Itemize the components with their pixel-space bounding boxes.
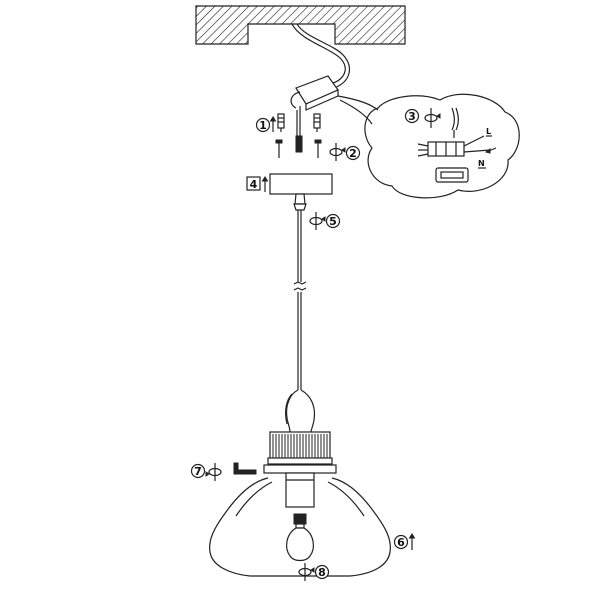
step-6-number: 6 [397, 536, 405, 549]
cable-gland [293, 193, 307, 211]
step-2-marker: 2 [329, 143, 361, 161]
svg-text:L: L [486, 127, 491, 136]
light-bulb-icon [286, 513, 314, 562]
allen-key-icon [233, 462, 257, 475]
terminal-cover [435, 167, 469, 183]
screwdriver-icon [451, 107, 459, 138]
svg-text:N: N [478, 159, 485, 168]
step-5-number: 5 [329, 215, 337, 228]
step-1-marker: 1 [255, 116, 277, 133]
step-8-number: 8 [318, 566, 326, 579]
step-5-marker: 5 [309, 212, 341, 230]
step-2-number: 2 [349, 147, 357, 160]
wiring-detail-bubble: 3 [337, 93, 520, 199]
rotate-arrow-icon [329, 143, 346, 161]
rotate-arrow-icon [424, 108, 441, 128]
lamp-holder-cap [267, 431, 333, 465]
glass-shade [209, 477, 391, 577]
step-6-marker: 6 [393, 533, 416, 550]
terminal-block [417, 135, 491, 157]
junction-box [290, 75, 339, 111]
cord-loop [285, 389, 316, 433]
up-arrow-icon [261, 176, 269, 192]
ceiling [195, 5, 406, 45]
screw-right [314, 139, 322, 158]
wall-plug-right [313, 113, 321, 132]
up-arrow-icon [408, 533, 416, 550]
rotate-arrow-icon [298, 563, 315, 581]
rotate-arrow-icon [205, 463, 222, 481]
bulb-socket [285, 472, 315, 508]
step-7-number: 7 [194, 465, 202, 478]
step-1-number: 1 [259, 119, 267, 132]
wall-plug-left [277, 113, 285, 132]
live-wire-label: L [486, 127, 492, 137]
step-3-number: 3 [408, 110, 416, 123]
step-8-marker: 8 [298, 563, 330, 581]
ceiling-canopy [269, 173, 333, 195]
step-3-marker: 3 [404, 107, 459, 138]
rotate-arrow-icon [309, 212, 326, 230]
cable-connector [295, 135, 303, 153]
locking-ring [263, 464, 337, 474]
mains-cable [291, 23, 351, 89]
step-4-marker: 4 [246, 176, 269, 192]
step-4-number: 4 [250, 178, 258, 191]
step-7-marker: 7 [190, 462, 257, 481]
suspension-cable [293, 210, 307, 390]
screw-left [275, 139, 283, 158]
neutral-wire-label: N [478, 147, 497, 169]
up-arrow-icon [269, 116, 277, 132]
